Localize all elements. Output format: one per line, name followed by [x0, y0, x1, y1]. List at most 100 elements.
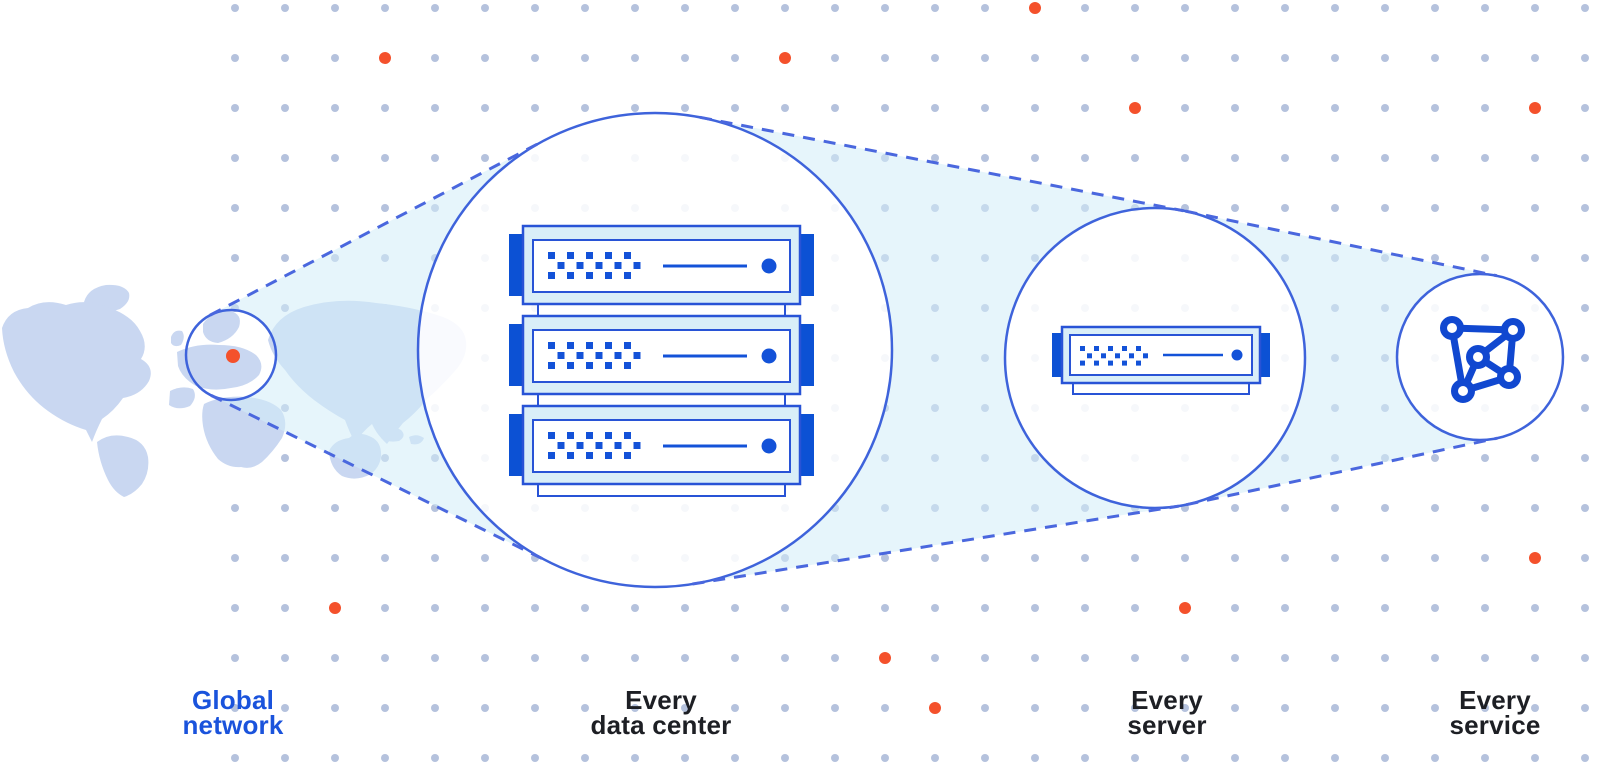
server-unit [1052, 325, 1270, 395]
accent-dot [379, 52, 391, 64]
grid-dot [481, 704, 489, 712]
grid-dot [231, 754, 239, 762]
zoom-dashed-line [209, 138, 546, 317]
grid-dot [931, 154, 939, 162]
grid-dot [581, 654, 589, 662]
grid-dot [681, 604, 689, 612]
grid-dot [1431, 454, 1439, 462]
grid-dot [1581, 304, 1589, 312]
vent-pixel [576, 352, 584, 359]
grid-dot [1031, 754, 1039, 762]
grid-dot [1181, 654, 1189, 662]
grid-dot [331, 4, 339, 12]
grid-dot [881, 104, 889, 112]
grid-dot [881, 704, 889, 712]
grid-dot [381, 654, 389, 662]
grid-dot [1281, 754, 1289, 762]
grid-dot [1381, 504, 1389, 512]
label-line: Every [625, 685, 697, 715]
grid-dot [1331, 754, 1339, 762]
vent-pixel [576, 442, 584, 449]
vent-pixel [567, 252, 574, 259]
grid-dot [1431, 554, 1439, 562]
grid-dot [1581, 104, 1589, 112]
grid-dot [381, 504, 389, 512]
grid-dot [1481, 54, 1489, 62]
grid-dot [1081, 654, 1089, 662]
grid-dot [781, 4, 789, 12]
grid-dot [1531, 54, 1539, 62]
grid-dot [331, 54, 339, 62]
grid-dot [481, 754, 489, 762]
vent-pixel [614, 262, 622, 269]
vent-pixel [1108, 360, 1113, 366]
label-global-network: Global network [182, 687, 283, 738]
grid-dot [1481, 504, 1489, 512]
grid-dot [1131, 604, 1139, 612]
grid-dot [331, 504, 339, 512]
grid-dot [881, 754, 889, 762]
grid-dot [931, 604, 939, 612]
grid-dot [781, 104, 789, 112]
grid-dot [831, 654, 839, 662]
vent-pixel [567, 362, 574, 369]
vent-pixel [557, 262, 565, 269]
vent-pixel [557, 442, 565, 449]
rack-ear-right [799, 324, 814, 386]
grid-dot [481, 104, 489, 112]
grid-dot [1031, 604, 1039, 612]
grid-dot [1581, 354, 1589, 362]
vent-pixel [1143, 353, 1148, 359]
grid-dot [731, 704, 739, 712]
grid-dot [281, 254, 289, 262]
grid-dot [1431, 704, 1439, 712]
grid-dot [231, 54, 239, 62]
grid-dot [681, 654, 689, 662]
grid-dot [1081, 54, 1089, 62]
vent-pixel [614, 352, 622, 359]
grid-dot [1231, 754, 1239, 762]
grid-dot [381, 604, 389, 612]
grid-dot [731, 604, 739, 612]
grid-dot [1331, 554, 1339, 562]
accent-dot [779, 52, 791, 64]
vent-pixel [624, 452, 631, 459]
grid-dot [931, 4, 939, 12]
grid-dot [431, 104, 439, 112]
grid-dot [531, 54, 539, 62]
grid-dot [281, 704, 289, 712]
vent-pixel [1094, 346, 1099, 351]
grid-dot [1481, 254, 1489, 262]
grid-dot [631, 754, 639, 762]
grid-dot [1131, 704, 1139, 712]
rack-ear-left [509, 324, 524, 386]
grid-dot [1031, 154, 1039, 162]
server-faceplate [532, 239, 791, 293]
grid-dot [1131, 554, 1139, 562]
grid-dot [1281, 104, 1289, 112]
grid-dot [1531, 254, 1539, 262]
grid-dot [281, 204, 289, 212]
grid-dot [1481, 104, 1489, 112]
vent-pixel [586, 252, 593, 259]
grid-dot [1331, 604, 1339, 612]
vent-pixel [548, 342, 555, 349]
grid-dot [1231, 204, 1239, 212]
grid-dot [1181, 704, 1189, 712]
grid-dot [431, 554, 439, 562]
grid-dot [481, 654, 489, 662]
power-led [761, 438, 777, 454]
accent-dot [879, 652, 891, 664]
grid-dot [1381, 204, 1389, 212]
grid-dot [231, 554, 239, 562]
grid-dot [1081, 154, 1089, 162]
grid-dot [981, 654, 989, 662]
grid-dot [231, 104, 239, 112]
vent-pixel [1129, 353, 1134, 359]
grid-dot [981, 4, 989, 12]
grid-dot [681, 704, 689, 712]
grid-dot [1331, 4, 1339, 12]
vent-pixel [605, 272, 612, 279]
vent-pixel [605, 452, 612, 459]
